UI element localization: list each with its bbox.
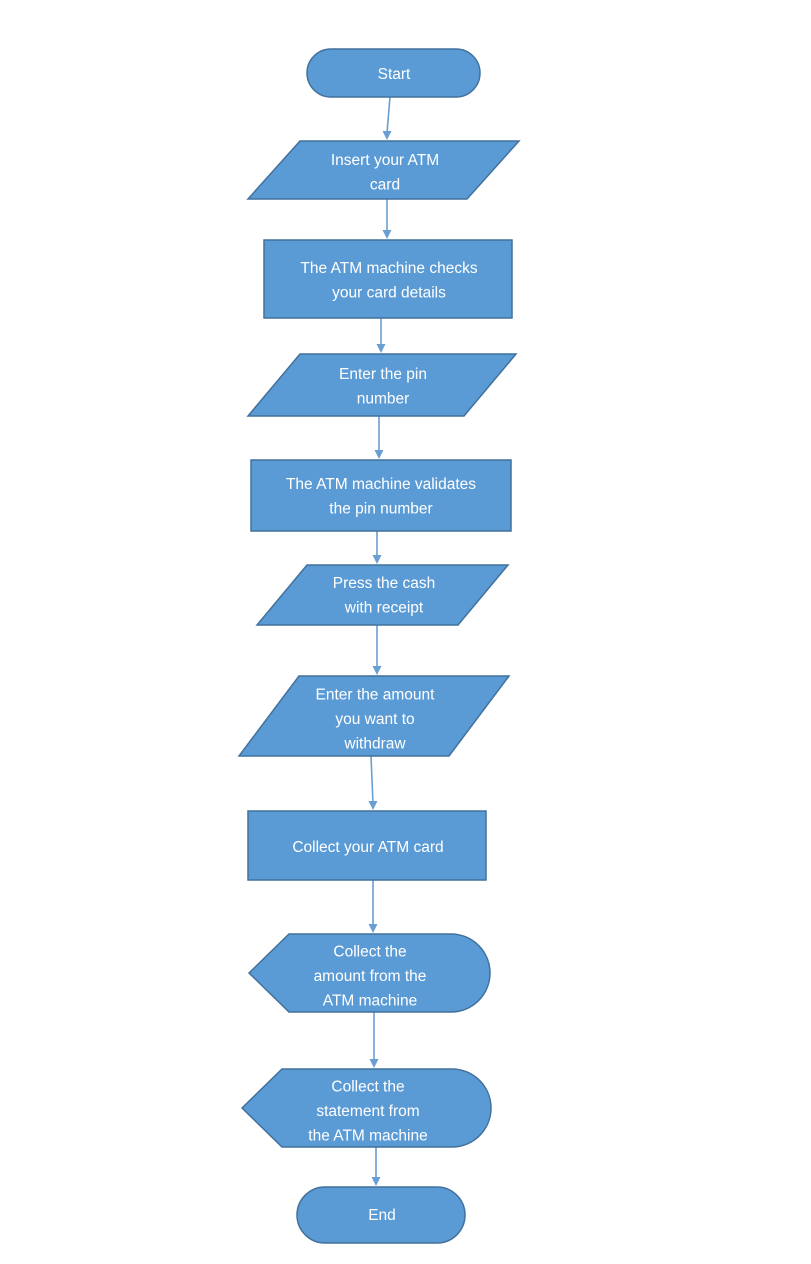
arrowhead-icon: [382, 131, 392, 140]
node-label-line: The ATM machine validates: [286, 476, 476, 493]
arrowhead-icon: [368, 924, 378, 933]
node-insert-card: Insert your ATM card: [246, 140, 521, 200]
connector-start-to-insert-card: [382, 96, 392, 140]
arrowhead-icon: [372, 555, 382, 564]
display-shape: [240, 1068, 492, 1148]
process-shape: [247, 810, 487, 881]
node-label-line: Press the cash: [333, 575, 436, 592]
connector-enter-pin-to-validate-pin: [374, 416, 384, 459]
input-output-shape: [246, 353, 518, 417]
display-shape: [247, 933, 491, 1013]
node-label-line: Start: [378, 66, 411, 83]
connector-line: [370, 755, 374, 804]
node-end: End: [296, 1186, 466, 1244]
node-label-line: Collect the: [331, 1079, 404, 1096]
connector-insert-card-to-check-card: [382, 199, 392, 239]
connector-press-cash-to-enter-amount: [372, 625, 382, 675]
connector-enter-amount-to-collect-card: [368, 755, 378, 810]
node-label-line: you want to: [335, 711, 414, 728]
node-label-line: Enter the pin: [339, 366, 427, 383]
node-label-line: with receipt: [344, 599, 424, 616]
node-label-line: Collect the: [333, 944, 406, 961]
connector-check-card-to-enter-pin: [376, 318, 386, 353]
node-collect-card: Collect your ATM card: [247, 810, 487, 881]
connector-collect-statement-to-end: [371, 1147, 381, 1186]
arrowhead-icon: [368, 801, 378, 810]
connector-line: [386, 96, 391, 134]
arrowhead-icon: [372, 666, 382, 675]
node-label-line: ATM machine: [323, 993, 417, 1010]
input-output-shape: [237, 675, 511, 757]
node-label-line: statement from: [316, 1103, 419, 1120]
node-label-line: Enter the amount: [316, 687, 436, 704]
node-label-line: The ATM machine checks: [300, 260, 477, 277]
node-label-line: withdraw: [343, 736, 406, 753]
node-label-line: number: [357, 390, 410, 407]
connector-collect-amount-to-collect-statement: [369, 1012, 379, 1068]
node-check-card: The ATM machine checks your card details: [263, 239, 513, 319]
node-label-line: amount from the: [314, 968, 427, 985]
arrowhead-icon: [376, 344, 386, 353]
connector-validate-pin-to-press-cash: [372, 531, 382, 564]
arrowhead-icon: [374, 450, 384, 459]
terminator-shape: [306, 48, 481, 98]
node-label-line: card: [370, 176, 400, 193]
arrowhead-icon: [382, 230, 392, 239]
node-label-line: Collect your ATM card: [292, 839, 443, 856]
connector-collect-card-to-collect-amount: [368, 880, 378, 933]
node-enter-pin: Enter the pin number: [246, 353, 518, 417]
node-start: Start: [306, 48, 481, 98]
process-shape: [250, 459, 512, 532]
node-label-line: the ATM machine: [308, 1128, 427, 1145]
node-label-line: End: [368, 1207, 396, 1224]
terminator-shape: [296, 1186, 466, 1244]
node-label-line: your card details: [332, 284, 446, 301]
node-label-line: Insert your ATM: [331, 152, 439, 169]
process-shape: [263, 239, 513, 319]
node-collect-statement: Collect the statement from the ATM machine: [240, 1068, 492, 1148]
node-validate-pin: The ATM machine validates the pin number: [250, 459, 512, 532]
arrowhead-icon: [369, 1059, 379, 1068]
input-output-shape: [255, 564, 510, 626]
node-enter-amount: Enter the amount you want to withdraw: [237, 675, 511, 757]
input-output-shape: [246, 140, 521, 200]
connectors-layer: [368, 96, 392, 1186]
arrowhead-icon: [371, 1177, 381, 1186]
node-label-line: the pin number: [329, 500, 432, 517]
node-press-cash: Press the cash with receipt: [255, 564, 510, 626]
